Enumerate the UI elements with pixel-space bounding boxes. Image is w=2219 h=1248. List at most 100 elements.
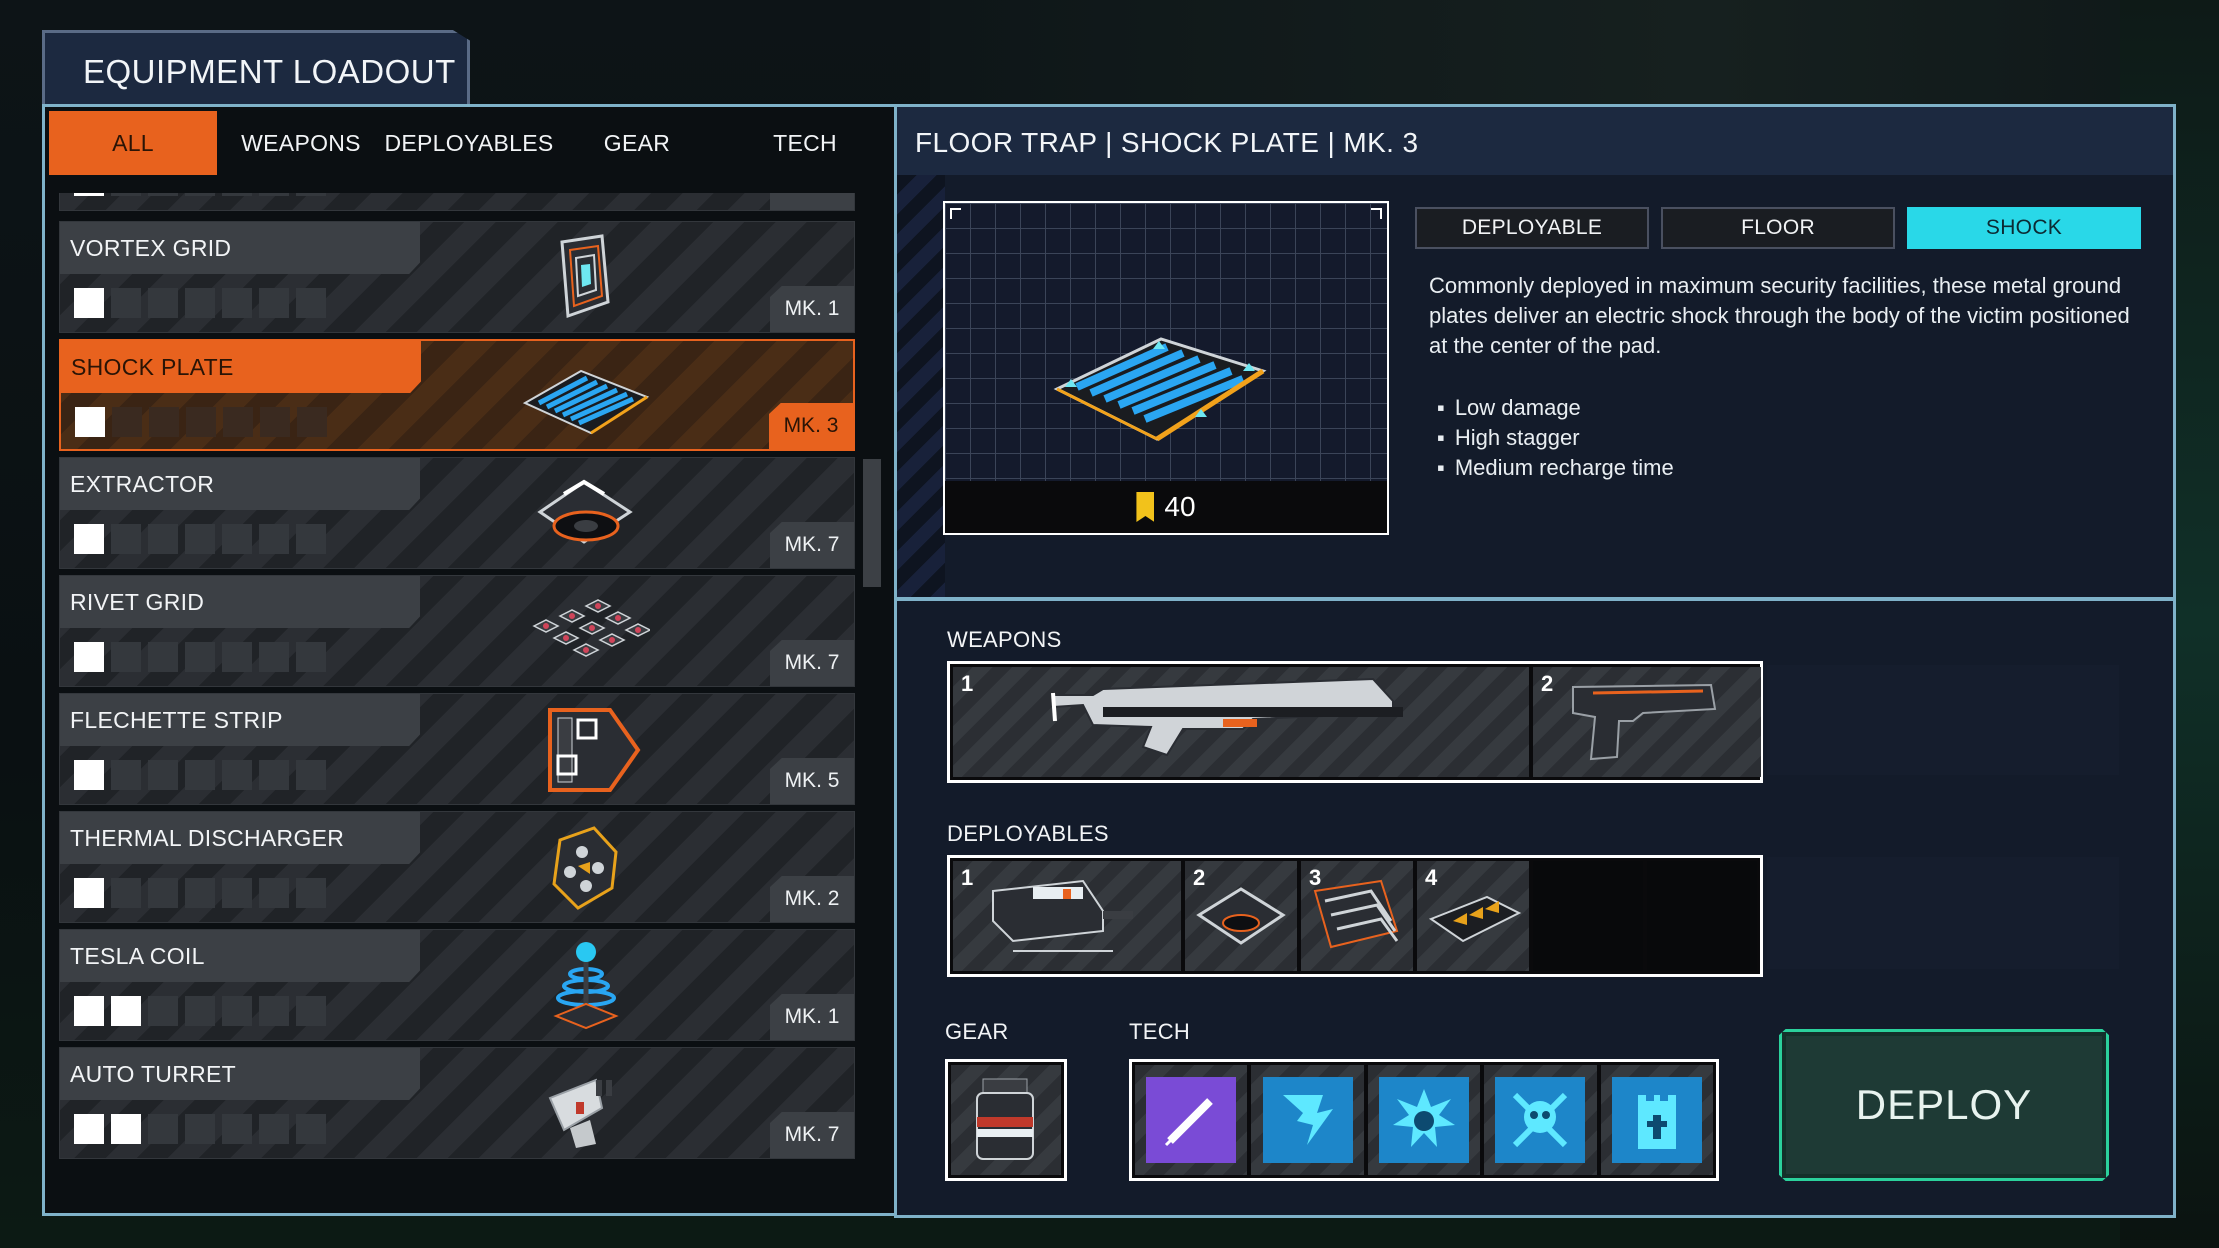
locked-slot-area: [1767, 857, 2119, 969]
item-name: AUTO TURRET: [70, 1061, 237, 1087]
tech-slots: [1129, 1059, 1719, 1181]
tech-slot-4[interactable]: [1484, 1065, 1597, 1175]
gear-slots: [945, 1059, 1067, 1181]
weapon-slot-2[interactable]: 2: [1533, 667, 1761, 777]
slot-number: 2: [1541, 671, 1554, 696]
shock-plate-icon: [950, 208, 1382, 442]
level-pips: [74, 996, 326, 1026]
deployable-slot-3[interactable]: 3: [1301, 861, 1413, 971]
shatter-tech-icon: [1262, 1077, 1353, 1163]
tech-label: TECH: [1129, 1019, 1191, 1044]
list-item-extractor[interactable]: EXTRACTOR MK. 7: [59, 457, 855, 569]
slot-number: 1: [961, 671, 974, 696]
rivet-grid-icon: [532, 599, 650, 657]
turret-deployable-icon: [992, 879, 1133, 952]
list-item-shock-plate[interactable]: SHOCK PLATE MK. 3: [59, 339, 855, 451]
item-name: RIVET GRID: [70, 589, 205, 615]
assault-rifle-icon: [1051, 677, 1403, 757]
arrow-pad-icon: [1428, 895, 1522, 943]
deployable-slot-2[interactable]: 2: [1185, 861, 1297, 971]
list-item-tesla-coil[interactable]: TESLA COIL MK. 1: [59, 929, 855, 1041]
weapon-slot-1[interactable]: 1: [953, 667, 1529, 777]
blade-trap-icon: [1313, 879, 1399, 949]
tower-tech-icon: [1611, 1077, 1702, 1163]
pistol-icon: [1572, 683, 1717, 761]
burst-skull-tech-icon: [1379, 1077, 1470, 1163]
deployable-slot-4[interactable]: 4: [1417, 861, 1529, 971]
slot-number: 2: [1193, 865, 1206, 890]
mk-badge: MK. 2: [770, 876, 854, 922]
level-pips: [74, 1114, 326, 1144]
list-item-flechette-strip[interactable]: FLECHETTE STRIP MK. 5: [59, 693, 855, 805]
list-item-vortex-grid[interactable]: VORTEX GRID MK. 1: [59, 221, 855, 333]
item-detail-panel: FLOOR TRAP | SHOCK PLATE | MK. 3: [894, 104, 2176, 600]
background-decoration: [930, 0, 2219, 120]
tech-slot-1[interactable]: [1135, 1065, 1248, 1175]
mk-badge: MK. 5: [770, 758, 854, 804]
equipment-list: MK. 2 VORTEX GRID MK. 1 SHOCK PLATE: [59, 193, 855, 1209]
gear-label: GEAR: [945, 1019, 1009, 1044]
detail-header: FLOOR TRAP | SHOCK PLATE | MK. 3: [897, 107, 2173, 175]
shock-plate-icon: [522, 369, 650, 435]
slot-number: 4: [1425, 865, 1438, 890]
mine-deployable-icon: [1196, 887, 1286, 945]
weapons-label: WEAPONS: [947, 627, 1062, 652]
item-name: FLECHETTE STRIP: [70, 707, 283, 733]
deployable-slot-empty[interactable]: [1647, 861, 1757, 971]
item-name: TESLA COIL: [70, 943, 205, 969]
deployables-label: DEPLOYABLES: [947, 821, 1109, 846]
page-title: EQUIPMENT LOADOUT: [83, 53, 456, 90]
tab-gear[interactable]: GEAR: [603, 129, 671, 156]
list-item-thermal-discharger[interactable]: THERMAL DISCHARGER MK. 2: [59, 811, 855, 923]
list-item-auto-turret[interactable]: AUTO TURRET MK. 7: [59, 1047, 855, 1159]
flechette-strip-icon: [548, 708, 641, 792]
auto-turret-icon: [548, 1078, 612, 1148]
tab-deployables[interactable]: DEPLOYABLES: [384, 129, 554, 156]
tag-shock: SHOCK: [1907, 207, 2141, 249]
weapon-slots: 1 2: [947, 661, 1763, 783]
extractor-icon: [537, 479, 633, 544]
stat-bullet: High stagger: [1437, 423, 1674, 453]
level-pips: [74, 760, 326, 790]
tab-weapons[interactable]: WEAPONS: [241, 129, 361, 156]
locked-slot-area: [1767, 665, 2119, 775]
deployable-slots: 1 2 3: [947, 855, 1763, 977]
gear-slot-1[interactable]: [951, 1065, 1061, 1175]
mk-badge: MK. 1: [770, 286, 854, 332]
preview-grid: [945, 203, 1387, 483]
mk-badge: MK. 3: [769, 403, 853, 449]
category-tabs: ALL WEAPONS DEPLOYABLES GEAR TECH: [49, 111, 893, 175]
tesla-coil-icon: [553, 942, 619, 1030]
slot-number: 3: [1309, 865, 1322, 890]
level-pips: [74, 642, 326, 672]
grenade-canister-icon: [976, 1078, 1034, 1160]
decorative-stripes: [897, 175, 945, 597]
tab-all[interactable]: ALL: [49, 111, 217, 175]
level-pips: [74, 288, 326, 318]
item-stats-list: Low damage High stagger Medium recharge …: [1437, 393, 1674, 483]
level-pips: [74, 193, 326, 196]
item-name: SHOCK PLATE: [71, 354, 234, 380]
tech-slot-3[interactable]: [1367, 1065, 1481, 1175]
tab-tech[interactable]: TECH: [773, 129, 837, 156]
level-pips: [74, 878, 326, 908]
tech-slot-5[interactable]: [1600, 1065, 1714, 1175]
deployable-slot-1[interactable]: 1: [953, 861, 1181, 971]
item-tags: DEPLOYABLE FLOOR SHOCK: [1415, 207, 2141, 249]
level-pips: [75, 407, 327, 437]
item-preview: 40: [943, 201, 1389, 535]
deploy-button[interactable]: DEPLOY: [1779, 1029, 2109, 1181]
thermal-discharger-icon: [552, 826, 618, 910]
deployable-slot-empty[interactable]: [1533, 861, 1643, 971]
loadout-panel: WEAPONS 1 2 DEPLOYABLES: [894, 598, 2176, 1218]
slot-number: 1: [961, 865, 974, 890]
list-scrollbar[interactable]: [863, 459, 881, 587]
list-item-partial[interactable]: MK. 2: [59, 193, 855, 211]
tag-deployable: DEPLOYABLE: [1415, 207, 1649, 249]
level-pips: [74, 524, 326, 554]
tech-slot-2[interactable]: [1251, 1065, 1364, 1175]
syringe-tech-icon: [1146, 1077, 1237, 1163]
item-name: THERMAL DISCHARGER: [70, 825, 345, 851]
list-item-rivet-grid[interactable]: RIVET GRID MK. 7: [59, 575, 855, 687]
